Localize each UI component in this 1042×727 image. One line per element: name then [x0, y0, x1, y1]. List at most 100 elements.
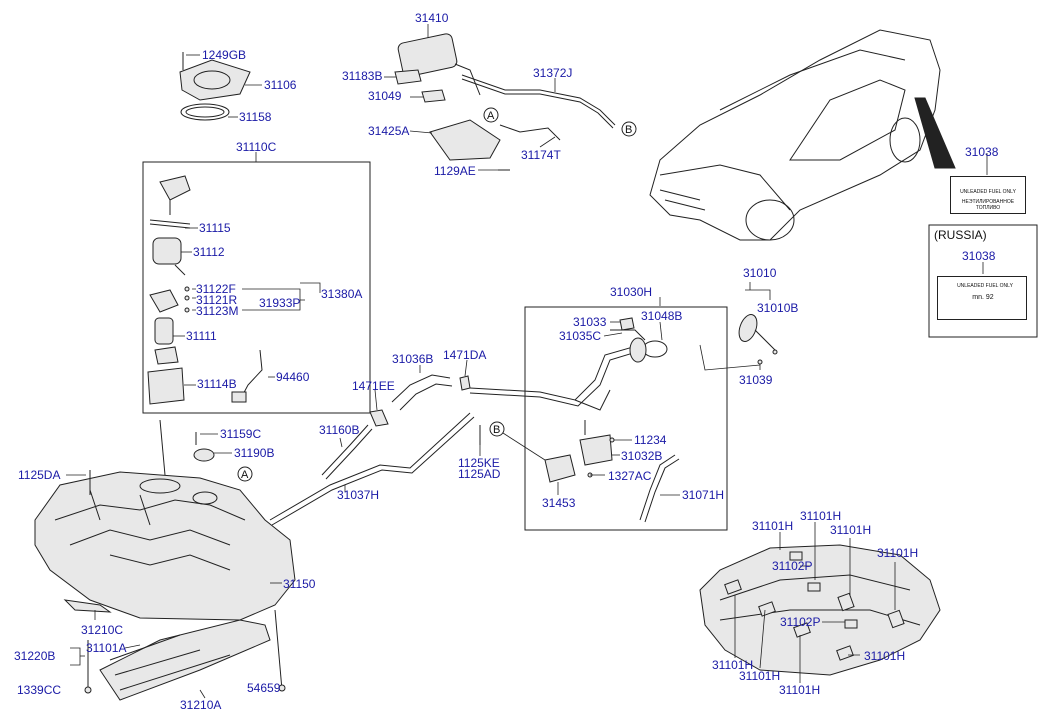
label-31122F: 31122F — [196, 282, 236, 296]
russia-sticker-text-2: mn. 92 — [972, 294, 994, 301]
small-part — [154, 346, 179, 365]
label-31101H-2: 31101H — [800, 509, 842, 523]
filler-housing — [610, 329, 647, 363]
callout-b-top: B — [621, 121, 637, 137]
label-31453: 31453 — [542, 496, 576, 510]
label-31190B: 31190B — [234, 446, 275, 460]
pump-motor-31111 — [154, 317, 185, 345]
label-31114B: 31114B — [197, 377, 237, 391]
screw-31159C — [195, 432, 218, 445]
label-31158: 31158 — [239, 110, 272, 124]
russia-box-title: (RUSSIA) — [934, 228, 987, 242]
bracket-31032B — [579, 434, 632, 466]
label-31123M: 31123M — [196, 304, 239, 318]
label-54659: 54659 — [247, 681, 281, 695]
label-1249GB: 1249GB — [202, 48, 247, 62]
label-31183B: 31183B — [342, 69, 383, 83]
canister-31410 — [397, 24, 481, 96]
label-31101H-7: 31101H — [779, 683, 821, 697]
sender-94460 — [231, 349, 275, 403]
svg-text:A: A — [487, 110, 495, 122]
fuel-label-sticker-russia: UNLEADED FUEL ONLY mn. 92 — [937, 276, 1027, 320]
label-31106: 31106 — [264, 78, 297, 92]
label-31038-main: 31038 — [965, 145, 999, 159]
label-31035C: 31035C — [559, 329, 602, 343]
filler-ring-31048B — [642, 321, 668, 358]
pump-top-flange — [159, 175, 191, 215]
label-31101H-6: 31101H — [739, 669, 781, 683]
label-31111: 31111 — [186, 329, 217, 343]
regulator — [149, 289, 179, 313]
car-illustration — [649, 29, 941, 241]
label-94460: 94460 — [276, 370, 310, 384]
vent-hose-31372J — [461, 74, 616, 126]
car-filler-pointer — [914, 97, 956, 169]
label-31101H-4: 31101H — [877, 546, 919, 560]
heat-shield-31210C — [63, 599, 112, 613]
label-31425A: 31425A — [368, 124, 410, 138]
russia-box — [928, 224, 1038, 338]
label-31210A: 31210A — [180, 698, 222, 712]
label-1129AE: 1129AE — [434, 164, 476, 178]
filler-assembly-box — [524, 306, 728, 531]
fuel-tank-31150 — [34, 419, 296, 621]
label-31049: 31049 — [368, 89, 402, 103]
label-31174T: 31174T — [521, 148, 561, 162]
label-31036B: 31036B — [392, 352, 434, 366]
label-31112: 31112 — [193, 245, 225, 259]
callout-a-tank: A — [237, 466, 253, 482]
label-31101H-1: 31101H — [752, 519, 794, 533]
label-31220B: 31220B — [14, 649, 56, 663]
label-1471DA: 1471DA — [443, 348, 487, 362]
filler-neck-31030H — [469, 297, 661, 411]
hose-31036B — [391, 365, 453, 411]
label-1339CC: 1339CC — [17, 683, 62, 697]
label-31115: 31115 — [199, 221, 231, 235]
label-31102P-2: 31102P — [780, 615, 821, 629]
label-1471EE: 1471EE — [352, 379, 395, 393]
label-31033: 31033 — [573, 315, 607, 329]
clamp-1471EE — [369, 409, 389, 427]
label-31101H-5: 31101H — [712, 658, 754, 672]
clip-1471DA — [459, 375, 471, 391]
label-31210C: 31210C — [81, 623, 124, 637]
label-1125AD: 1125AD — [458, 467, 501, 481]
canister-bracket-31425A — [409, 119, 501, 161]
valve-31453 — [544, 454, 576, 495]
label-31410: 31410 — [415, 11, 449, 25]
filter-31112 — [152, 237, 192, 276]
label-31159C: 31159C — [220, 427, 262, 441]
label-31030H: 31030H — [610, 285, 653, 299]
label-31121R: 31121R — [196, 293, 238, 307]
label-31101H-8: 31101H — [864, 649, 906, 663]
gasket-31158 — [180, 103, 238, 121]
bolt-1125DA — [66, 470, 91, 495]
label-31102P-1: 31102P — [772, 559, 813, 573]
pipe-31160B — [321, 424, 373, 480]
pump-cover-31106 — [179, 52, 262, 101]
label-31150: 31150 — [283, 577, 316, 591]
russia-sticker-text-1: UNLEADED FUEL ONLY — [957, 283, 1013, 289]
label-31933P: 31933P — [259, 296, 301, 310]
sticker-text-1: UNLEADED FUEL ONLY — [960, 189, 1016, 195]
label-31038-russia: 31038 — [962, 249, 996, 263]
sticker-text-2: НЕЭТИЛИРОВАННОЕ ТОПЛИВО — [961, 199, 1015, 211]
label-31032B: 31032B — [621, 449, 663, 463]
svg-text:A: A — [241, 469, 249, 481]
label-31037H: 31037H — [337, 488, 380, 502]
label-31372J: 31372J — [533, 66, 573, 80]
callout-b-box: B — [489, 421, 505, 437]
callout-a-top: A — [483, 107, 499, 123]
label-31160B: 31160B — [319, 423, 360, 437]
label-1125KE: 1125KE — [458, 456, 500, 470]
label-11234: 11234 — [634, 433, 667, 447]
label-1125DA: 1125DA — [18, 468, 61, 482]
label-31010B: 31010B — [757, 301, 799, 315]
hose-31071H — [639, 454, 680, 523]
label-31071H: 31071H — [682, 488, 725, 502]
label-31039: 31039 — [739, 373, 773, 387]
part-31033 — [619, 317, 635, 331]
label-31380A: 31380A — [321, 287, 363, 301]
label-31101H-3: 31101H — [830, 523, 872, 537]
